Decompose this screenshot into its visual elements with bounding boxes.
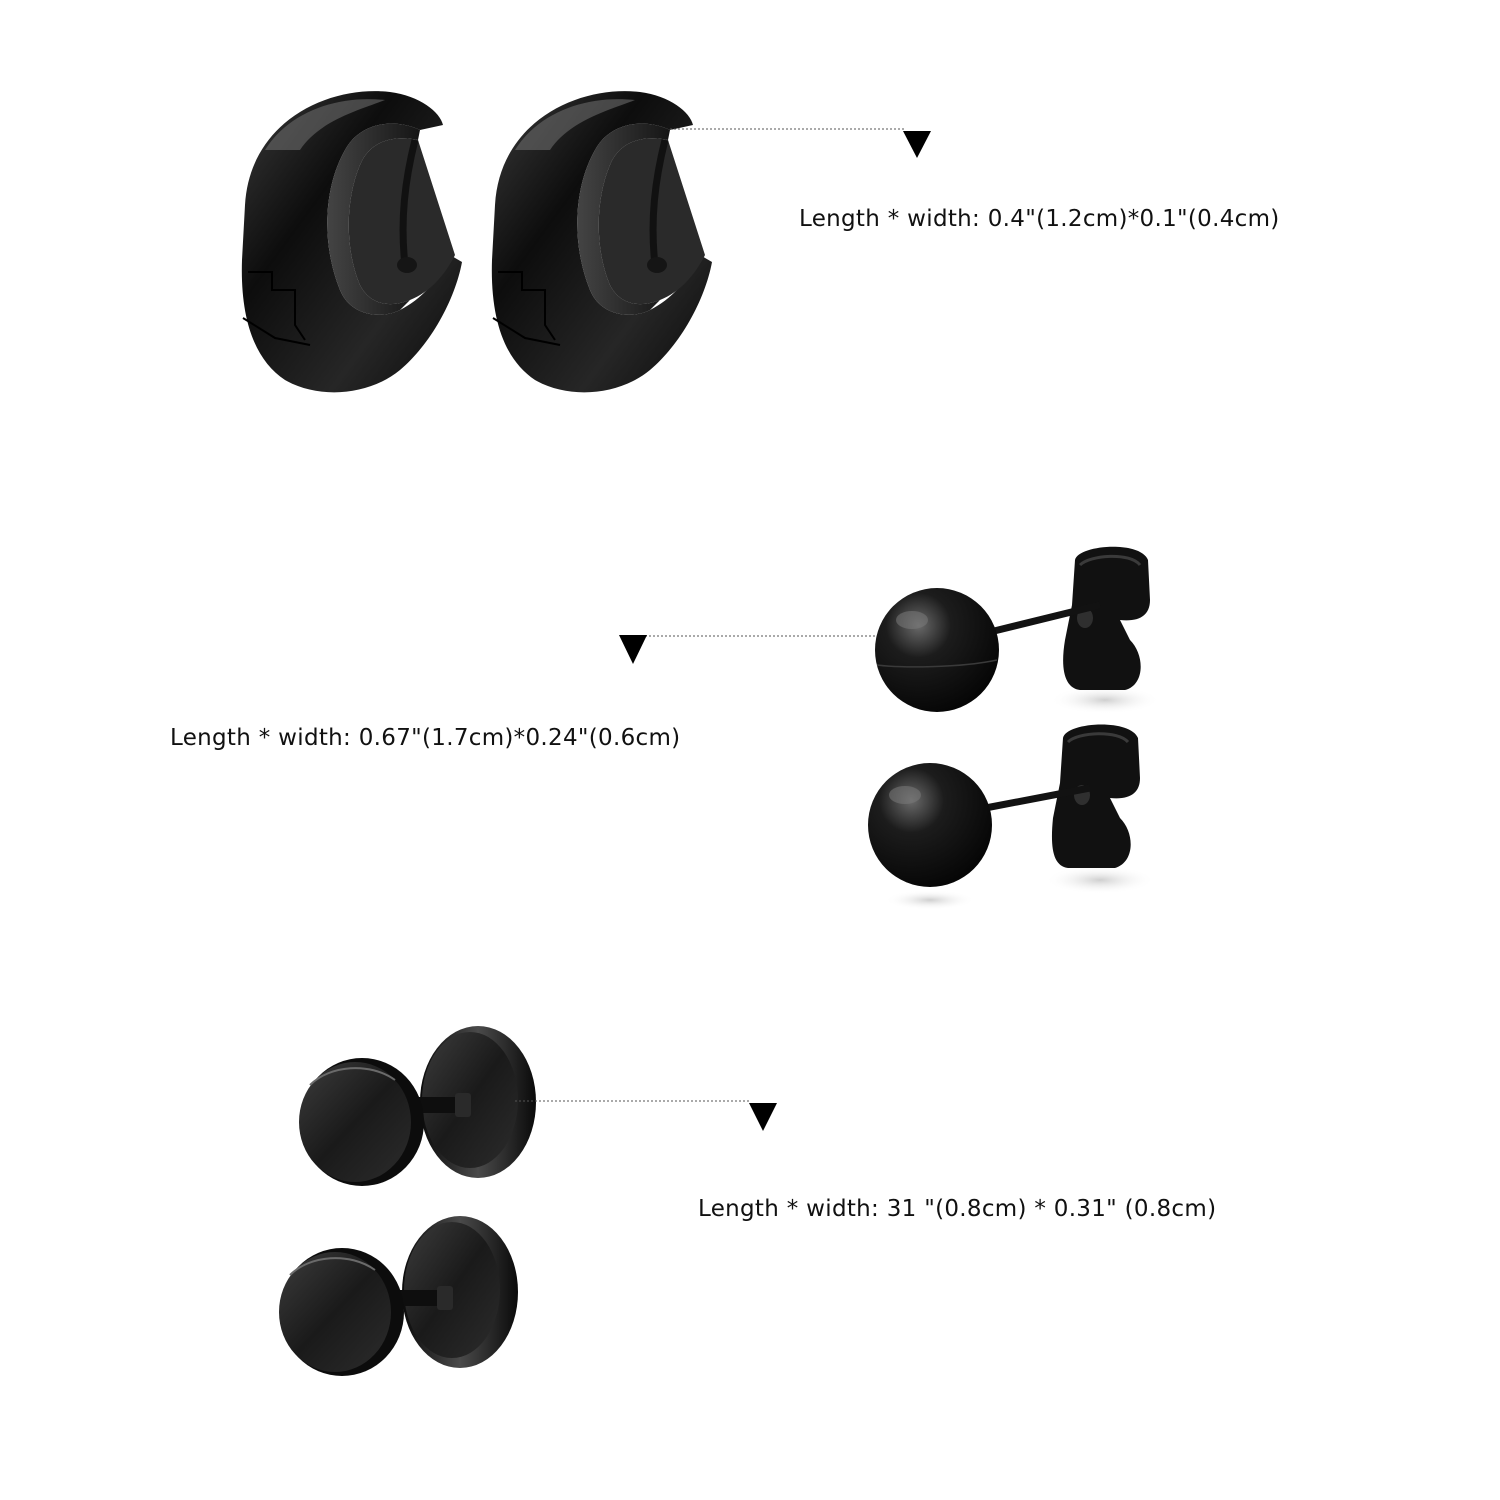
ball-pointer-icon: [619, 635, 647, 664]
hoop-pointer-icon: [903, 131, 931, 158]
ball-stud-bottom: [868, 724, 1155, 910]
hoop-earring-pair: [241, 91, 712, 393]
ball-stud-size-label: Length * width: 0.67"(1.7cm)*0.24"(0.6cm…: [170, 725, 681, 751]
ball-stud-top: [875, 546, 1160, 714]
ball-stud-pair: [868, 546, 1160, 910]
barbell-plug-pair: [279, 1026, 536, 1376]
hoop-earring-right: [491, 91, 712, 393]
hoop-size-label: Length * width: 0.4"(1.2cm)*0.1"(0.4cm): [799, 206, 1280, 232]
barbell-plug-top: [299, 1026, 536, 1186]
plug-size-label: Length * width: 31 "(0.8cm) * 0.31" (0.8…: [698, 1196, 1217, 1222]
hoop-earring-left: [241, 91, 462, 393]
plug-pointer-icon: [749, 1103, 777, 1131]
barbell-plug-bottom: [279, 1216, 518, 1376]
